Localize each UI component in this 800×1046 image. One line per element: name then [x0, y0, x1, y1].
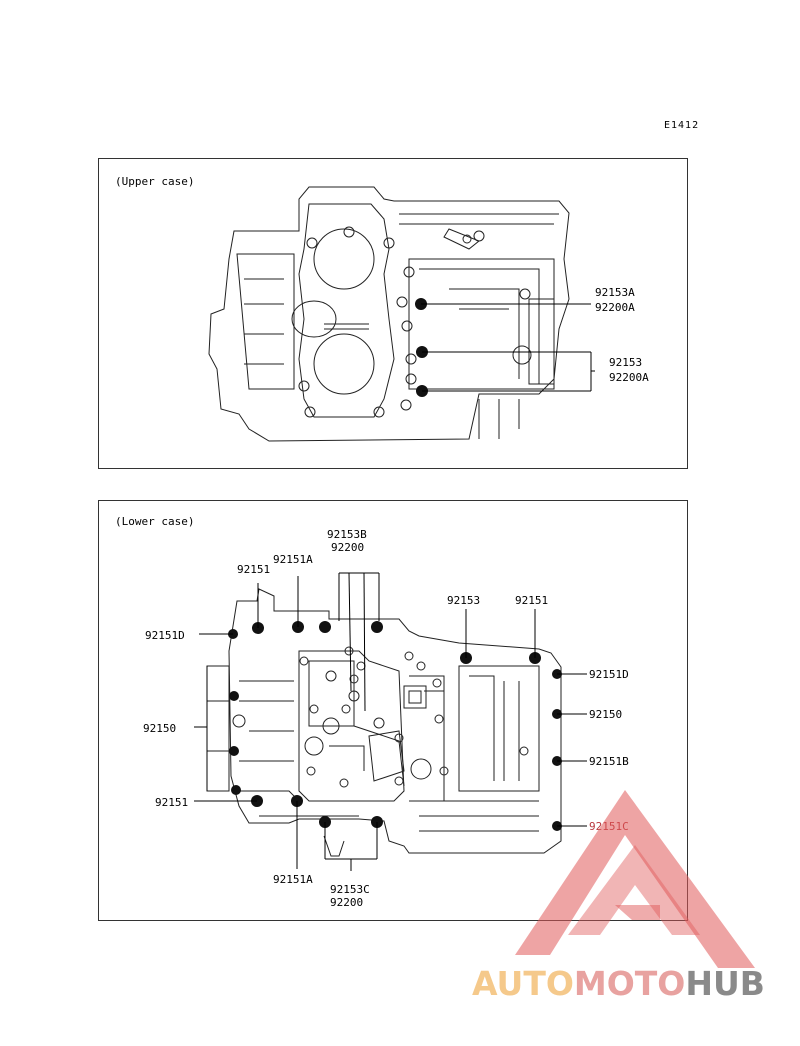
- upper-part-labels: 92153A 92200A 92153 92200A: [595, 286, 649, 384]
- label-92151D-right: 92151D: [589, 668, 629, 681]
- lower-case-diagram: 92153B 92200 92151A 92151 92151D 92150 9…: [143, 528, 629, 909]
- lower-leader-lines: [194, 572, 587, 871]
- label-92150-right: 92150: [589, 708, 622, 721]
- label-92153-upper: 92153: [609, 356, 642, 369]
- label-92153-top-right: 92153: [447, 594, 480, 607]
- lower-case-panel: (Lower case): [98, 500, 688, 921]
- upper-case-panel: (Upper case): [98, 158, 688, 469]
- label-92200A-upper: 92200A: [595, 301, 635, 314]
- label-92151C: 92151C: [589, 820, 629, 833]
- label-92200-top: 92200: [331, 541, 364, 554]
- label-92150-left: 92150: [143, 722, 176, 735]
- lower-minor-holes: [232, 646, 529, 788]
- label-92200-bottom: 92200: [330, 896, 363, 909]
- label-92151A-top: 92151A: [273, 553, 313, 566]
- upper-bolt-holes: [415, 298, 428, 397]
- watermark-hub: HUB: [685, 964, 765, 1003]
- label-92200A-upper-2: 92200A: [609, 371, 649, 384]
- label-92153B: 92153B: [327, 528, 367, 541]
- label-92151D-left: 92151D: [145, 629, 185, 642]
- label-92151A-bottom: 92151A: [273, 873, 313, 886]
- upper-case-diagram: 92153A 92200A 92153 92200A: [208, 186, 649, 442]
- diagram-code: E1412: [664, 120, 700, 131]
- watermark-auto: AUTO: [472, 964, 574, 1003]
- watermark-text: AUTOMOTOHUB: [472, 964, 765, 1003]
- label-92151B: 92151B: [589, 755, 629, 768]
- upper-minor-holes: [298, 226, 531, 418]
- upper-crankcase-drawing: [208, 186, 570, 442]
- upper-leader-lines: [421, 303, 595, 392]
- label-92153A: 92153A: [595, 286, 635, 299]
- lower-part-labels: 92153B 92200 92151A 92151 92151D 92150 9…: [143, 528, 629, 909]
- label-92151-top: 92151: [237, 563, 270, 576]
- upper-case-title: (Upper case): [115, 175, 195, 188]
- watermark-moto: MOTO: [573, 964, 686, 1003]
- label-92151-top-right: 92151: [515, 594, 548, 607]
- lower-case-title: (Lower case): [115, 515, 195, 528]
- label-92151-left: 92151: [155, 796, 188, 809]
- label-92153C: 92153C: [330, 883, 370, 896]
